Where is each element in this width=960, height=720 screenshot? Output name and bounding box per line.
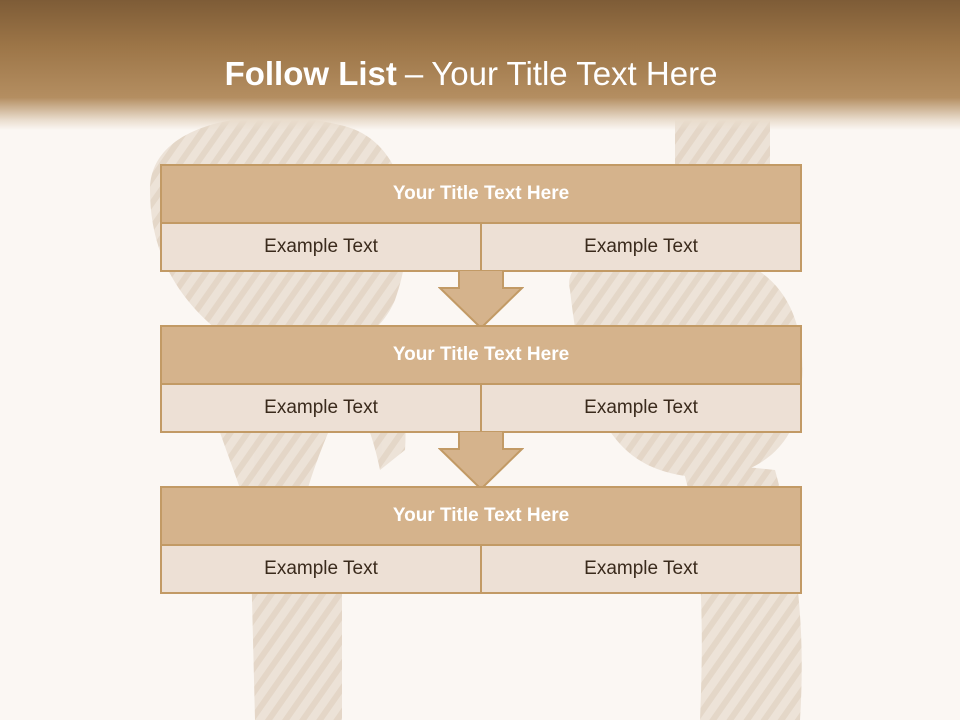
flow-block-3: Your Title Text Here Example Text Exampl… (160, 486, 802, 594)
block-cell-left: Example Text (162, 546, 482, 592)
header-band (0, 0, 960, 130)
slide-title: Follow List–Your Title Text Here (0, 52, 942, 96)
down-arrow-icon (438, 270, 524, 330)
block-cell-right: Example Text (482, 385, 800, 431)
slide-title-separator: – (404, 55, 424, 92)
block-cell-left: Example Text (162, 224, 482, 270)
flow-block-1: Your Title Text Here Example Text Exampl… (160, 164, 802, 272)
block-row: Example Text Example Text (162, 385, 800, 431)
block-title: Your Title Text Here (162, 166, 800, 224)
block-cell-right: Example Text (482, 224, 800, 270)
down-arrow-icon (438, 431, 524, 491)
flow-block-2: Your Title Text Here Example Text Exampl… (160, 325, 802, 433)
slide-title-rest: Your Title Text Here (431, 55, 718, 92)
block-cell-right: Example Text (482, 546, 800, 592)
block-row: Example Text Example Text (162, 224, 800, 270)
block-title: Your Title Text Here (162, 327, 800, 385)
block-cell-left: Example Text (162, 385, 482, 431)
block-title: Your Title Text Here (162, 488, 800, 546)
slide-title-bold: Follow List (224, 55, 397, 92)
block-row: Example Text Example Text (162, 546, 800, 592)
